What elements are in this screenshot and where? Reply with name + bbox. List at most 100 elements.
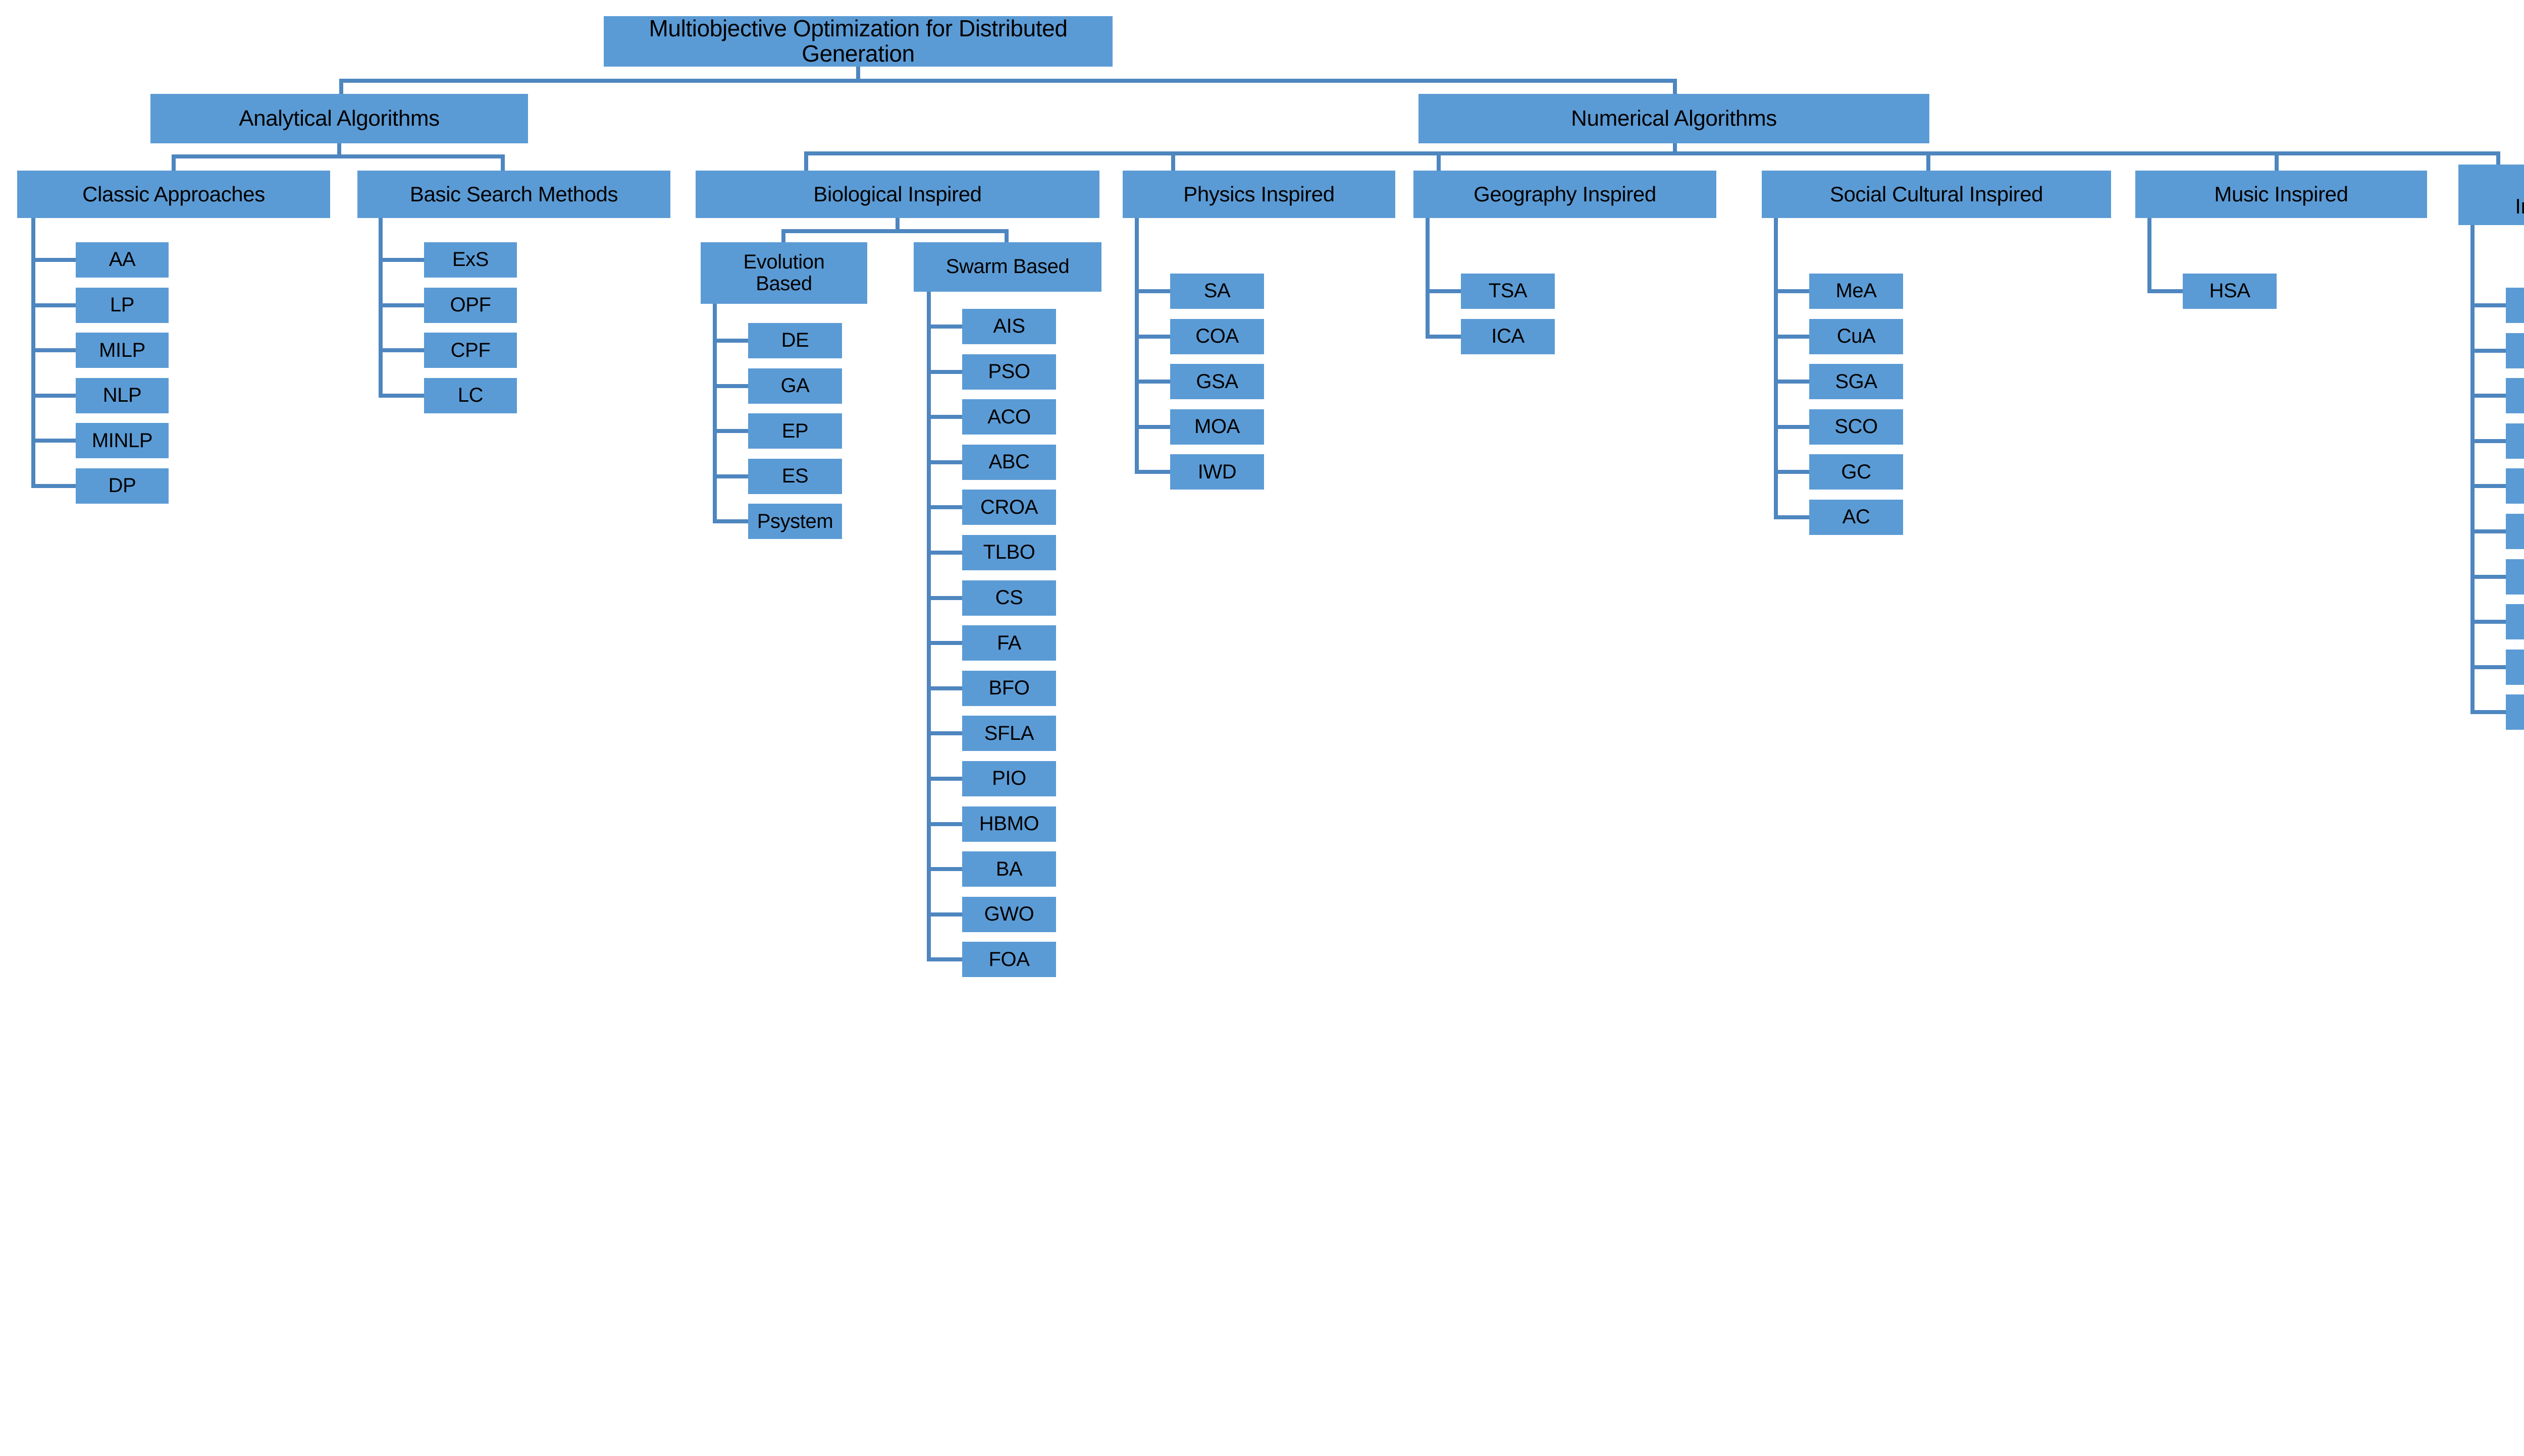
node-leaf-ais[interactable]: AIS (962, 309, 1056, 344)
node-leaf-aco[interactable]: ACO (962, 399, 1056, 435)
node-leaf-aa[interactable]: AA (76, 242, 169, 278)
node-geography-inspired[interactable]: Geography Inspired (1413, 171, 1716, 218)
node-leaf-pso[interactable]: PSO (962, 354, 1056, 390)
node-leaf-minlp[interactable]: MINLP (76, 423, 169, 459)
node-physics-inspired[interactable]: Physics Inspired (1123, 171, 1395, 218)
connector-leaf-stub (927, 867, 962, 872)
node-leaf-gwo[interactable]: GWO (962, 896, 1056, 932)
node-leaf-abc[interactable]: ABC (962, 444, 1056, 480)
connector-spine-geography-inspired (1426, 218, 1430, 337)
node-leaf-lp[interactable]: LP (76, 287, 169, 323)
node-leaf-cua[interactable]: CuA (1809, 318, 1903, 354)
node-leaf-tsa-ga[interactable]: TSA-GA (2506, 288, 2524, 323)
node-leaf-es[interactable]: ES (748, 458, 842, 494)
node-leaf-fa[interactable]: FA (962, 625, 1056, 661)
connector-leaf-stub (31, 439, 76, 443)
node-classic-approaches[interactable]: Classic Approaches (17, 171, 330, 218)
node-swarm-based[interactable]: Swarm Based (914, 242, 1101, 292)
connector-leaf-stub (927, 822, 962, 826)
node-leaf-sfla[interactable]: SFLA (962, 716, 1056, 751)
connector-spine-music-inspired (2147, 218, 2151, 291)
connector-leaf-stub (2470, 394, 2506, 398)
connector-spine-classic-approaches (31, 218, 35, 486)
node-leaf-ga[interactable]: GA (748, 368, 842, 404)
connector-leaf-stub (2470, 348, 2506, 353)
node-leaf-opf[interactable]: OPF (424, 287, 517, 323)
node-leaf-hbmo-pso[interactable]: HBMO-PSO (2506, 514, 2524, 549)
node-leaf-mea[interactable]: MeA (1809, 274, 1903, 309)
connector-leaf-stub (379, 303, 424, 307)
node-leaf-sco[interactable]: SCO (1809, 409, 1903, 445)
connector-leaf-stub (379, 348, 424, 353)
node-leaf-ba[interactable]: BA (962, 851, 1056, 887)
connector-leaf-stub (2470, 620, 2506, 624)
node-leaf-ica[interactable]: ICA (1461, 318, 1555, 354)
node-leaf-gsa[interactable]: GSA (1170, 364, 1264, 400)
node-leaf-ga-opf[interactable]: GA-OPF (2506, 649, 2524, 685)
node-hybrid-intelligent[interactable]: Hybrid Intelligent (2458, 165, 2524, 225)
node-leaf-iwd[interactable]: IWD (1170, 454, 1264, 490)
connector-analytical-to-classic (172, 154, 176, 175)
node-root[interactable]: Multiobjective Optimization for Distribu… (604, 16, 1113, 67)
node-leaf-ga-sa[interactable]: GA-SA (2506, 559, 2524, 595)
node-leaf-cpf[interactable]: CPF (424, 333, 517, 368)
node-evolution-based[interactable]: Evolution Based (701, 242, 867, 304)
connector-root-bar (339, 79, 1677, 83)
node-leaf-sa[interactable]: SA (1170, 274, 1264, 309)
node-leaf-de[interactable]: DE (748, 323, 842, 358)
node-leaf-ac[interactable]: AC (1809, 500, 1903, 535)
node-leaf-gc[interactable]: GC (1809, 454, 1903, 490)
node-leaf-hsa[interactable]: HSA (2183, 274, 2277, 309)
connector-numerical-to-geography (1437, 151, 1441, 173)
node-numerical-algorithms[interactable]: Numerical Algorithms (1418, 94, 1929, 143)
connector-numerical-to-music (2275, 151, 2279, 173)
connector-root-to-analytical (339, 79, 343, 101)
node-leaf-dp[interactable]: DP (76, 468, 169, 504)
node-social-cultural-inspired[interactable]: Social Cultural Inspired (1762, 171, 2111, 218)
node-leaf-moa[interactable]: MOA (1170, 409, 1264, 445)
node-leaf-hbmo[interactable]: HBMO (962, 806, 1056, 842)
node-leaf-milp[interactable]: MILP (76, 333, 169, 368)
node-analytical-algorithms[interactable]: Analytical Algorithms (150, 94, 528, 143)
node-biological-inspired[interactable]: Biological Inspired (696, 171, 1099, 218)
node-basic-search-methods[interactable]: Basic Search Methods (357, 171, 670, 218)
node-leaf-cs[interactable]: CS (962, 580, 1056, 616)
connector-leaf-stub (927, 551, 962, 555)
connector-leaf-stub (31, 393, 76, 398)
node-leaf-pso-sfla[interactable]: PSO-SFLA (2506, 468, 2524, 504)
node-leaf-pio[interactable]: PIO (962, 761, 1056, 796)
connector-leaf-stub (1135, 424, 1170, 429)
connector-leaf-stub (713, 339, 748, 343)
connector-leaf-stub (713, 429, 748, 434)
node-leaf-sfla-de[interactable]: SFLA-DE (2506, 423, 2524, 459)
node-leaf-sga[interactable]: SGA (1809, 364, 1903, 400)
node-leaf-coa[interactable]: COA (1170, 318, 1264, 354)
node-leaf-ica-ga[interactable]: ICA-GA (2506, 378, 2524, 414)
connector-leaf-stub (2147, 289, 2183, 293)
connector-numerical-bar (804, 151, 2500, 155)
node-leaf-foa[interactable]: FOA (962, 942, 1056, 978)
node-leaf-tlbo[interactable]: TLBO (962, 535, 1056, 570)
connector-leaf-stub (713, 474, 748, 478)
node-leaf-lc[interactable]: LC (424, 378, 517, 413)
node-leaf-aco-abc[interactable]: ACO-ABC (2506, 333, 2524, 368)
connector-biological-to-swarm (1005, 229, 1009, 246)
node-leaf-ep[interactable]: EP (748, 413, 842, 449)
node-leaf-exs[interactable]: ExS (424, 242, 517, 278)
connector-numerical-to-biological (804, 151, 808, 173)
connector-leaf-stub (1774, 334, 1809, 339)
node-leaf-psystem[interactable]: Psystem (748, 504, 842, 540)
connector-leaf-stub (927, 641, 962, 645)
connector-leaf-stub (1135, 289, 1170, 293)
node-leaf-bfo[interactable]: BFO (962, 670, 1056, 706)
node-leaf-pso-gsa[interactable]: PSO-GSA (2506, 694, 2524, 730)
connector-leaf-stub (1774, 380, 1809, 384)
connector-leaf-stub (1135, 334, 1170, 339)
connector-spine-physics-inspired (1135, 218, 1139, 472)
node-leaf-ga-pso[interactable]: GA-PSO (2506, 604, 2524, 640)
node-music-inspired[interactable]: Music Inspired (2135, 171, 2427, 218)
node-leaf-nlp[interactable]: NLP (76, 378, 169, 413)
node-leaf-croa[interactable]: CROA (962, 490, 1056, 525)
node-leaf-tsa[interactable]: TSA (1461, 274, 1555, 309)
connector-analytical-bar (172, 154, 505, 158)
